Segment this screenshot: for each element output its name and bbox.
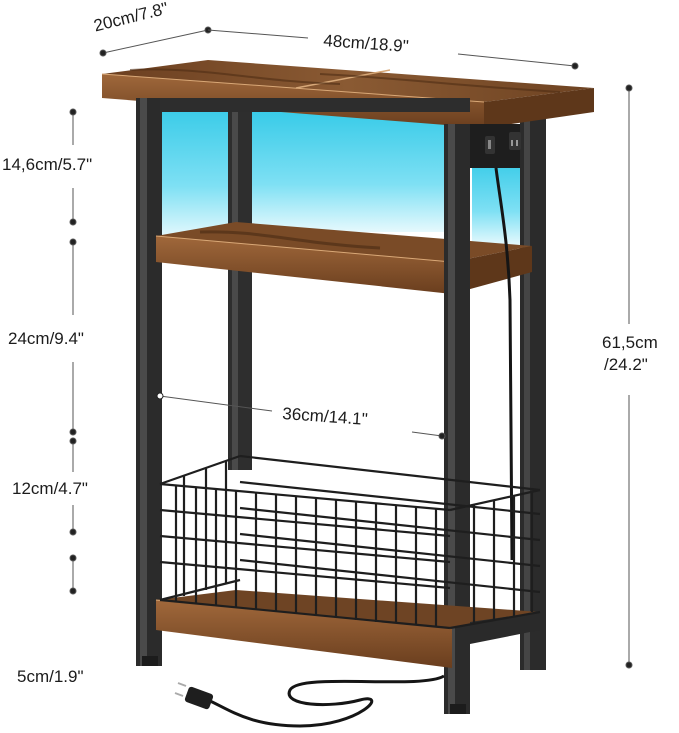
middle-shelf	[155, 222, 532, 294]
basket-height-label: 12cm/4.7"	[12, 479, 88, 498]
back-legs	[228, 110, 546, 670]
power-cord-vertical	[494, 167, 514, 561]
dimension-lines	[69, 26, 633, 669]
middle-section-height-label: 24cm/9.4"	[8, 329, 84, 348]
total-height-label-line1: 61,5cm	[602, 333, 658, 352]
wire-basket	[159, 454, 541, 630]
front-left-leg	[136, 98, 162, 666]
bottom-shelf	[155, 590, 540, 668]
top-apron	[160, 98, 470, 112]
total-height-label-line2: /24.2"	[604, 355, 648, 374]
top-section-height-label: 14,6cm/5.7"	[2, 155, 93, 174]
floor-clearance-label: 5cm/1.9"	[17, 667, 84, 686]
power-strip-outlet	[470, 124, 521, 168]
power-plug	[174, 674, 445, 728]
